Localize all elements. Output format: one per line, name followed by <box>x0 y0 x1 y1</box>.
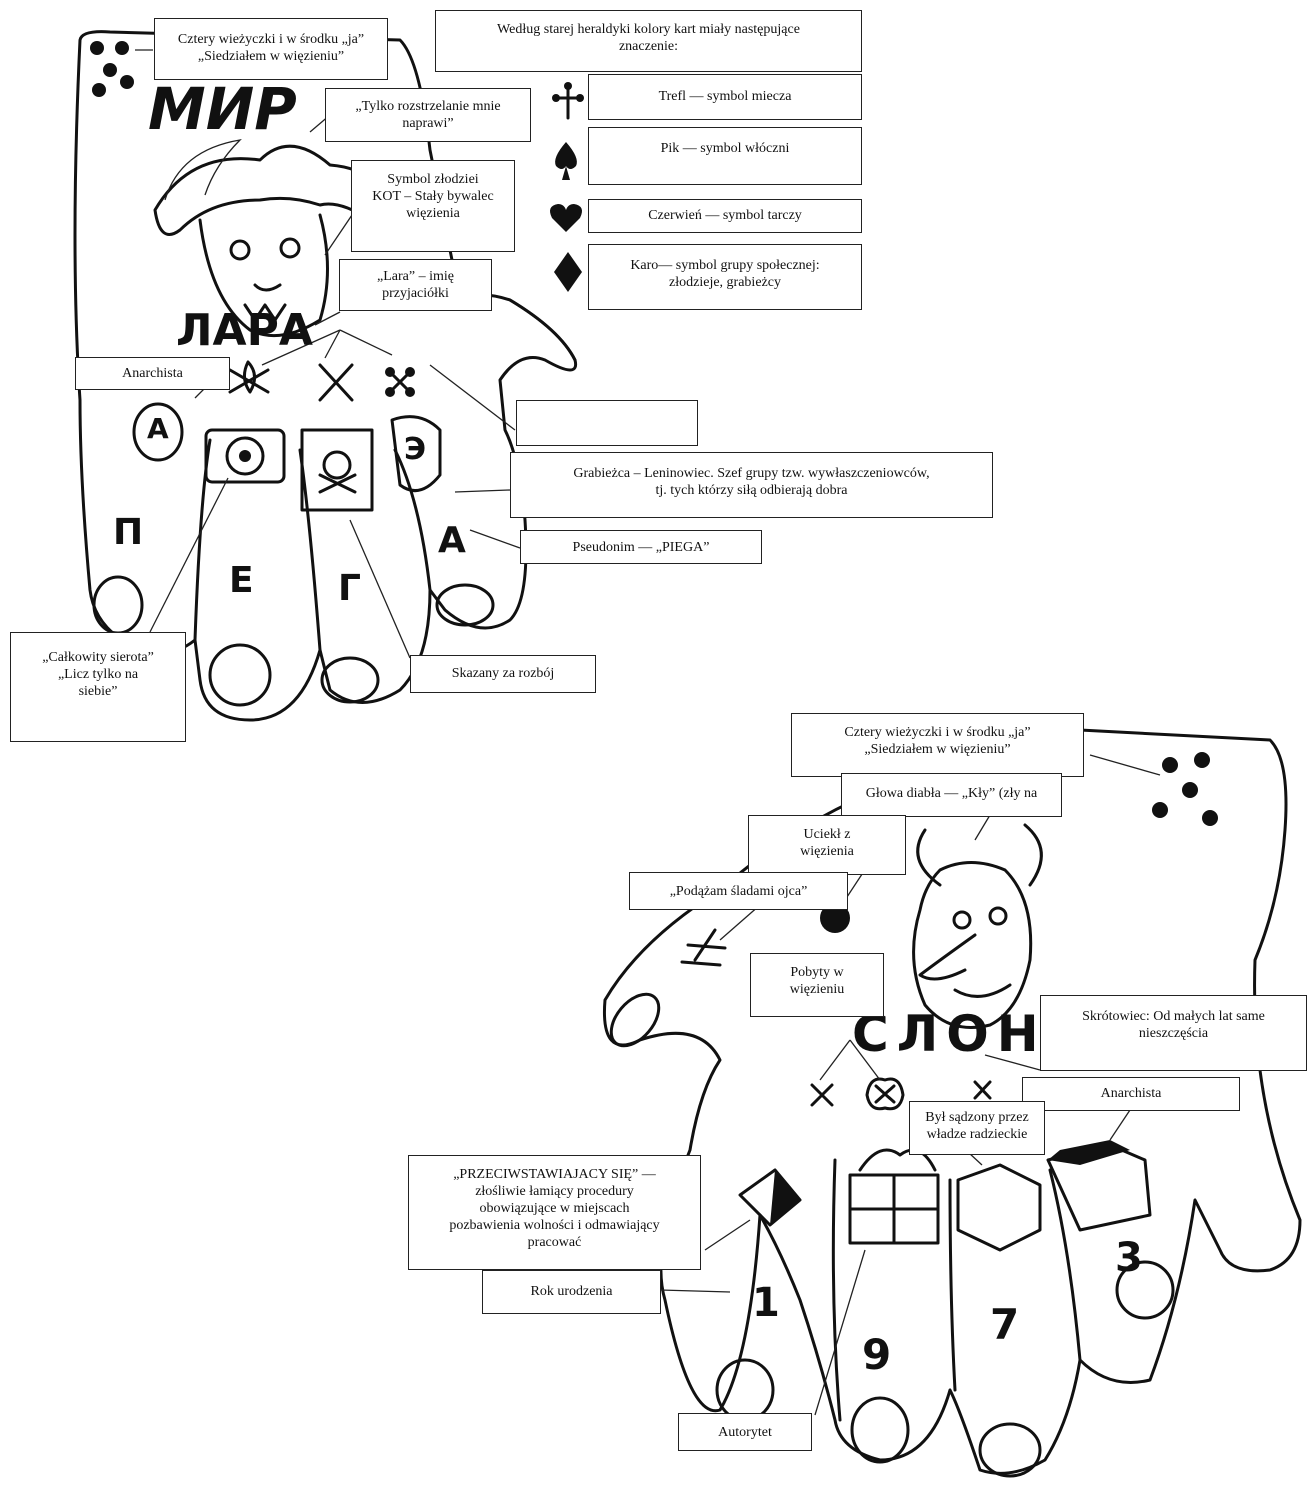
leader-lines-1 <box>135 49 521 659</box>
spade-icon <box>555 142 577 180</box>
callout-sadzony: Był sądzony przez władze radzieckie <box>909 1101 1045 1155</box>
callout-empty <box>516 400 698 446</box>
tattoo-finger-7: 7 <box>990 1300 1020 1349</box>
skull-tattoo <box>318 450 357 494</box>
heart-icon <box>550 204 582 232</box>
callout-towers-1: Cztery wieżyczki i w środku „ja” „Siedzi… <box>154 18 388 80</box>
cat-in-hat-tattoo <box>153 139 377 338</box>
callout-pik: Pik — symbol włóczni <box>588 127 862 185</box>
small-cross-tattoo <box>973 1080 992 1100</box>
callout-skrotowiec: Skrótowiec: Od małych lat same nieszczęś… <box>1040 995 1307 1071</box>
tattoo-mir: МИР <box>148 75 297 143</box>
five-dots-tattoo <box>1152 752 1218 826</box>
callout-anarchista-2: Anarchista <box>1022 1077 1240 1111</box>
cross-diamond-tattoo <box>228 360 270 394</box>
callout-towers-2: Cztery wieżyczki i w środku „ja” „Siedzi… <box>791 713 1084 777</box>
callout-heraldry-intro: Według starej heraldyki kolory kart miał… <box>435 10 862 72</box>
tattoo-finger-e: Е <box>229 560 254 601</box>
callout-autorytet: Autorytet <box>678 1413 812 1451</box>
finger-rings-1 <box>132 402 442 512</box>
callout-sierota: „Całkowity sierota” „Licz tylko na siebi… <box>10 632 186 742</box>
hand-1-outline <box>73 30 578 722</box>
diamond-icon <box>554 252 582 292</box>
leader-lines-2 <box>659 754 1161 1416</box>
hand-2-outline <box>602 728 1302 1478</box>
tattoo-finger-1: 1 <box>752 1280 780 1326</box>
callout-lara: „Lara” – imię przyjaciółki <box>339 259 492 311</box>
cross-tattoo <box>680 928 727 967</box>
callout-diabel: Głowa diabła — „Kły” (zły na <box>841 773 1062 817</box>
tattoo-finger-a: А <box>438 520 466 561</box>
tattoo-ring-a: А <box>147 412 169 445</box>
four-dots-tattoo <box>90 41 134 97</box>
tattoo-finger-g: Г <box>338 568 361 609</box>
devil-head-tattoo <box>912 823 1043 1029</box>
callout-anarchista-1: Anarchista <box>75 357 230 390</box>
callout-ojciec: „Podążam śladami ojca” <box>629 872 848 910</box>
callout-pobyty: Pobyty w więzieniu <box>750 953 884 1017</box>
callout-rozboj: Skazany za rozbój <box>410 655 596 693</box>
tattoo-finger-9: 9 <box>862 1330 892 1379</box>
x-tattoo <box>810 1083 834 1107</box>
callout-trefl: Trefl — symbol miecza <box>588 74 862 120</box>
callout-uciekl: Uciekł z więzienia <box>748 815 906 875</box>
arrows-cross-tattoo <box>318 363 354 402</box>
tattoo-finger-p: П <box>113 512 144 553</box>
club-icon <box>552 82 584 120</box>
callout-rozstrzelanie: „Tylko rozstrzelanie mnie naprawi” <box>325 88 531 142</box>
callout-przeciwstawiajacy: „PRZECIWSTAWIAJACY SIĘ” — złośliwie łami… <box>408 1155 701 1270</box>
callout-pseudonim: Pseudonim — „PIEGA” <box>520 530 762 564</box>
callout-czerwien: Czerwień — symbol tarczy <box>588 199 862 233</box>
tattoo-lara: ЛАРА <box>176 305 313 356</box>
tattoo-finger-3: 3 <box>1115 1235 1143 1281</box>
callout-grabiezca: Grabieżca – Leninowiec. Szef grupy tzw. … <box>510 452 993 518</box>
tattoo-ring-e: Э <box>404 432 427 467</box>
finger-rings-2 <box>738 1140 1152 1252</box>
callout-kot: Symbol złodziei KOT – Stały bywalec więz… <box>351 160 515 252</box>
clover-cross-tattoo <box>385 367 415 397</box>
callout-rok: Rok urodzenia <box>482 1270 661 1314</box>
callout-karo: Karo— symbol grupy społecznej: złodzieje… <box>588 244 862 310</box>
black-dot-tattoo <box>820 903 850 933</box>
quatrefoil-cross-tattoo <box>865 1077 905 1111</box>
